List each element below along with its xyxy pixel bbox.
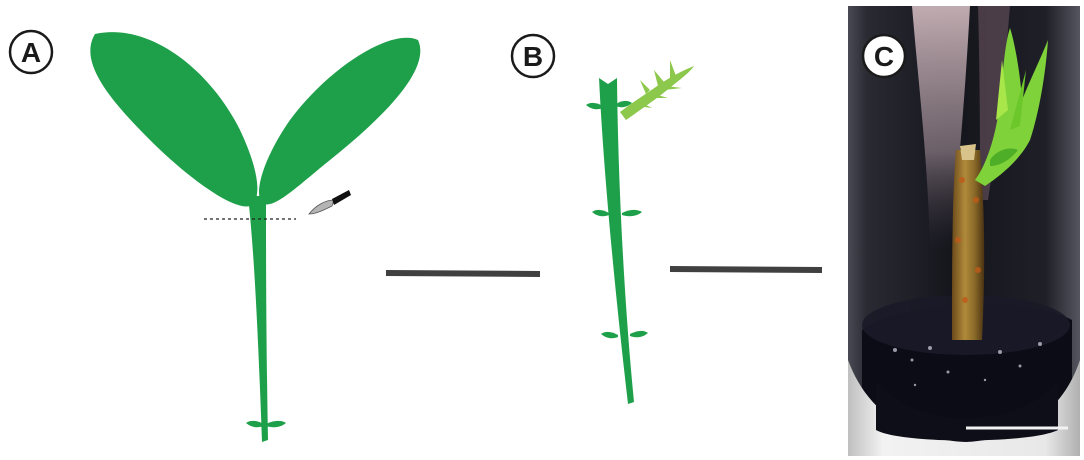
decapitated-seedling-diagram (586, 60, 694, 404)
root-tip-leaf-right (266, 421, 286, 427)
scale-bar-a (386, 273, 540, 274)
stem-node-leaf-right-3 (630, 331, 648, 337)
panel-label-text: A (21, 37, 41, 68)
left-cotyledon (90, 32, 257, 206)
panel-label-text: B (523, 41, 543, 72)
new-shoot (620, 60, 694, 120)
panel-c: C (848, 6, 1080, 460)
scalpel-icon (309, 190, 351, 214)
stem-node-leaf-left-2 (592, 210, 609, 216)
right-cotyledon (259, 38, 420, 205)
seedling-diagram (90, 32, 420, 442)
scale-bar-b (670, 269, 822, 270)
cut-stem (599, 78, 634, 404)
panel-a: A (10, 31, 540, 442)
stem-node-leaf-left-3 (601, 332, 618, 338)
panel-b: B (512, 35, 822, 404)
panel-b-label: B (512, 35, 554, 77)
panel-label-text: C (874, 41, 894, 72)
stem-node-leaf-right-2 (622, 210, 642, 216)
panel-c-label: C (863, 35, 905, 77)
hypocotyl-stem (248, 196, 268, 442)
panel-a-label: A (10, 31, 52, 73)
